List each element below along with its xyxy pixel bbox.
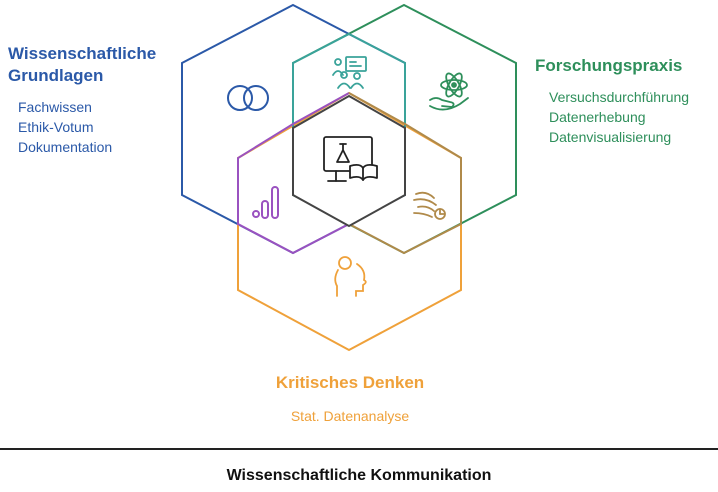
grundlagen-item: Fachwissen (18, 99, 92, 115)
bar-chart-icon (252, 186, 279, 219)
overlap-edge-blue-green (292, 32, 406, 195)
grundlagen-item: Dokumentation (18, 139, 113, 155)
forschungspraxis-item: Datenerhebung (549, 109, 646, 125)
teaching-group-icon (332, 56, 367, 89)
forschungspraxis-item: Datenvisualisierung (549, 129, 672, 145)
forschungspraxis-title: Forschungspraxis (535, 56, 683, 75)
grundlagen-block: Wissenschaftliche Grundlagen Fachwissen … (8, 43, 183, 157)
thinking-head-icon (334, 256, 367, 297)
grundlagen-title-line1: Wissenschaftliche (8, 44, 157, 63)
data-waves-icon (413, 191, 446, 220)
grundlagen-item: Ethik-Votum (18, 119, 94, 135)
venn-hexagon-diagram (181, 3, 517, 352)
kritisches-denken-block: Kritisches Denken Stat. Datenanalyse (200, 372, 500, 426)
footer-divider (0, 448, 718, 450)
forschungspraxis-item: Versuchsdurchführung (549, 89, 690, 105)
grundlagen-title-line2: Grundlagen (8, 66, 104, 85)
intersecting-rings-icon (227, 85, 269, 111)
lab-screen-book-icon (323, 136, 378, 182)
overlap-edge-blue-orange (237, 92, 350, 255)
kritisches-denken-items: Stat. Datenanalyse (200, 406, 500, 426)
grundlagen-items: Fachwissen Ethik-Votum Dokumentation (8, 97, 183, 157)
footer-title: Wissenschaftliche Kommunikation (226, 467, 492, 484)
overlap-edge-green-orange (348, 92, 462, 255)
forschungspraxis-items: Versuchsdurchführung Datenerhebung Daten… (535, 87, 715, 147)
atom-hand-icon (429, 72, 469, 111)
forschungspraxis-block: Forschungspraxis Versuchsdurchführung Da… (535, 55, 715, 147)
kritisches-denken-item: Stat. Datenanalyse (290, 408, 410, 424)
kritisches-denken-title: Kritisches Denken (275, 373, 425, 392)
